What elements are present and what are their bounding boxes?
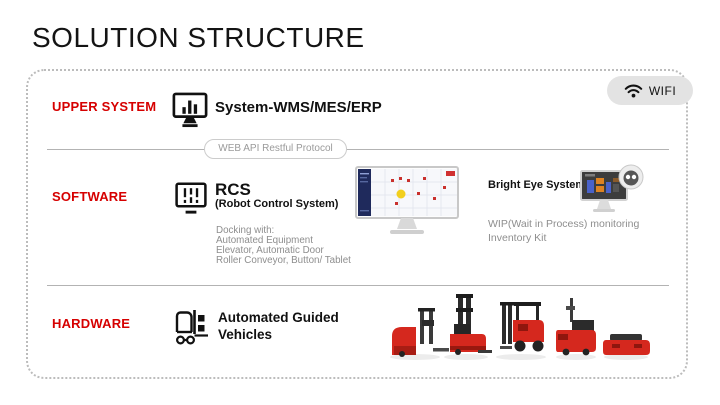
wip-line: WIP(Wait in Process) monitoring bbox=[488, 218, 640, 230]
software-label: SOFTWARE bbox=[52, 189, 128, 204]
agv-reach-truck bbox=[450, 294, 492, 355]
wifi-badge: WIFI bbox=[607, 76, 693, 105]
rcs-docking-list: Docking with: Automated Equipment Elevat… bbox=[216, 226, 351, 266]
agv-counterbalance-forklift bbox=[500, 302, 544, 352]
bright-eye-description: WIP(Wait in Process) monitoring Inventor… bbox=[488, 217, 639, 245]
wip-line: Inventory Kit bbox=[488, 232, 547, 244]
upper-system-title: System-WMS/MES/ERP bbox=[215, 99, 382, 116]
docking-line: Automated Equipment bbox=[216, 235, 313, 246]
wifi-icon bbox=[624, 83, 643, 98]
agv-fleet-image bbox=[388, 294, 654, 369]
divider-upper-software bbox=[47, 149, 669, 150]
hardware-label: HARDWARE bbox=[52, 316, 131, 331]
page-title: SOLUTION STRUCTURE bbox=[32, 22, 365, 53]
docking-line: Roller Conveyor, Button/ Tablet bbox=[216, 255, 351, 266]
bright-eye-title: Bright Eye System bbox=[488, 179, 586, 191]
rcs-title: RCS bbox=[215, 180, 251, 199]
monitor-bar-chart-icon bbox=[171, 92, 209, 133]
agv-low-profile bbox=[603, 334, 650, 355]
web-api-pill: WEB API Restful Protocol bbox=[204, 139, 347, 159]
agv-tow-tractor bbox=[556, 298, 596, 356]
rcs-subtitle: (Robot Control System) bbox=[215, 198, 339, 210]
agv-pallet-stacker bbox=[392, 308, 449, 357]
docking-line: Docking with: bbox=[216, 225, 275, 236]
docking-line: Elevator, Automatic Door bbox=[216, 245, 324, 256]
rcs-dashboard-monitor-image bbox=[355, 166, 459, 241]
agv-title-line2: Vehicles bbox=[218, 327, 273, 342]
bright-eye-monitor-camera-image bbox=[580, 164, 644, 225]
upper-system-label: UPPER SYSTEM bbox=[52, 99, 157, 114]
monitor-sliders-icon bbox=[173, 181, 209, 222]
forklift-icon bbox=[171, 307, 213, 354]
dotted-frame bbox=[26, 69, 688, 379]
agv-title-line1: Automated Guided bbox=[218, 310, 339, 325]
divider-software-hardware bbox=[47, 285, 669, 286]
wifi-label: WIFI bbox=[648, 83, 677, 98]
agv-title: Automated Guided Vehicles bbox=[218, 309, 339, 343]
